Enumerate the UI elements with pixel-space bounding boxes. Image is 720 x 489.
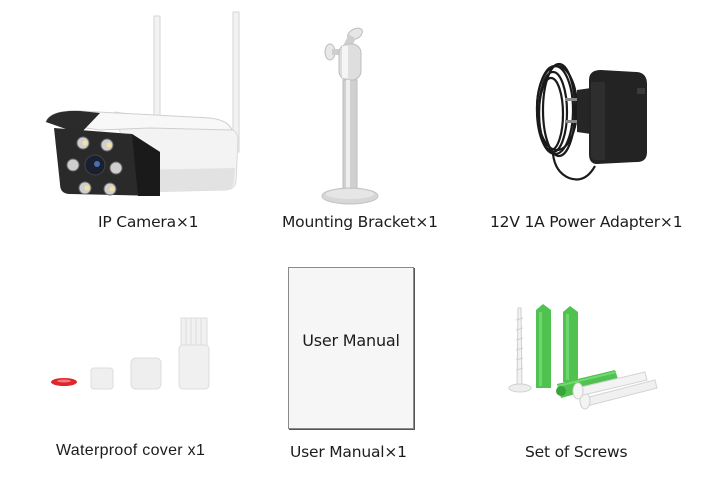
waterproof-cover-item (45, 315, 220, 395)
ip-camera-label: IP Camera×1 (98, 213, 199, 231)
waterproof-cover-label: Waterproof cover x1 (56, 442, 206, 459)
screws-label: Set of Screws (525, 443, 628, 461)
user-manual-icon: User Manual (288, 267, 414, 429)
ip-camera-item (40, 10, 250, 200)
power-adapter-icon (535, 62, 647, 181)
power-adapter-label: 12V 1A Power Adapter×1 (490, 213, 683, 231)
ip-camera-icon (45, 11, 240, 196)
power-adapter-item (525, 60, 655, 195)
screws-icon (508, 304, 658, 410)
user-manual-label: User Manual×1 (290, 443, 407, 461)
screws-item (505, 300, 670, 415)
mounting-bracket-icon (321, 27, 379, 205)
user-manual-cover-text: User Manual (302, 331, 400, 350)
mounting-bracket-item (320, 20, 420, 210)
mounting-bracket-label: Mounting Bracket×1 (282, 213, 438, 231)
waterproof-cover-icon (51, 317, 210, 390)
